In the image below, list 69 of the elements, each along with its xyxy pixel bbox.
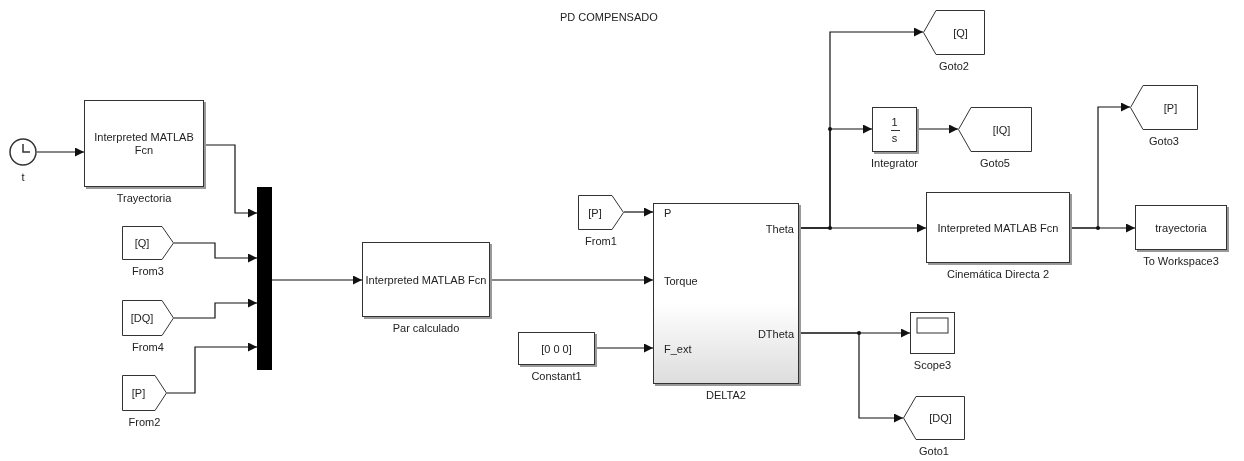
block-name: Goto2 bbox=[938, 59, 970, 74]
port-label: Theta bbox=[765, 223, 794, 236]
block-text: Interpreted MATLAB Fcn bbox=[93, 130, 195, 157]
clock-icon bbox=[9, 138, 37, 166]
block-name: Integrator bbox=[869, 156, 920, 171]
block-name: From2 bbox=[127, 415, 162, 430]
function-block bbox=[518, 332, 595, 365]
goto-tag bbox=[958, 107, 1032, 152]
port-label: P bbox=[664, 207, 672, 220]
signal-arrow bbox=[36, 147, 85, 157]
block-text: Interpreted MATLAB Fcn bbox=[936, 221, 1060, 234]
signal-arrow bbox=[203, 144, 258, 218]
from-tag bbox=[578, 195, 624, 230]
block-name: Scope3 bbox=[912, 358, 953, 373]
mux-bar bbox=[257, 187, 272, 370]
fraction-numerator: 1 bbox=[890, 116, 899, 129]
block-text: [DQ] bbox=[928, 411, 953, 425]
subsystem-block bbox=[653, 203, 799, 384]
from-tag bbox=[122, 300, 174, 336]
integrator-block bbox=[872, 107, 917, 152]
diagram-title: PD COMPENSADO bbox=[560, 11, 658, 24]
block-name: From1 bbox=[584, 234, 618, 249]
signal-arrow bbox=[173, 298, 258, 319]
scope-block bbox=[910, 312, 955, 354]
goto-tag bbox=[923, 10, 985, 55]
block-name: Goto5 bbox=[979, 156, 1011, 171]
function-block bbox=[84, 100, 204, 187]
signal-arrow bbox=[798, 223, 927, 233]
block-text: [IQ] bbox=[991, 123, 1012, 136]
signal-arrow bbox=[798, 332, 904, 423]
function-block bbox=[926, 192, 1070, 263]
block-name: To Workspace3 bbox=[1142, 254, 1220, 269]
signal-arrow bbox=[489, 275, 654, 285]
from-tag bbox=[122, 226, 174, 260]
block-text: trayectoria bbox=[1154, 221, 1208, 234]
block-text: [P] bbox=[587, 206, 603, 219]
block-text: [Q] bbox=[133, 236, 151, 250]
block-name: Trayectoria bbox=[115, 191, 173, 206]
signal-arrow bbox=[623, 207, 654, 217]
function-block bbox=[1135, 205, 1227, 250]
signal-arrow bbox=[1069, 223, 1136, 233]
from-tag bbox=[122, 375, 167, 411]
port-label: Torque bbox=[664, 275, 698, 288]
fraction-denominator: s bbox=[890, 132, 899, 145]
block-text: [DQ] bbox=[129, 311, 155, 325]
goto-tag bbox=[903, 396, 965, 440]
block-text: [0 0 0] bbox=[540, 342, 573, 355]
block-name: DELTA2 bbox=[705, 388, 747, 403]
block-text: Interpreted MATLAB Fcn bbox=[364, 273, 488, 286]
block-name: Cinemática Directa 2 bbox=[945, 267, 1051, 282]
block-text: [Q] bbox=[952, 26, 969, 39]
signal-arrow bbox=[271, 275, 363, 285]
goto-tag bbox=[1130, 85, 1198, 130]
signal-arrow bbox=[594, 343, 654, 353]
function-block bbox=[362, 242, 490, 317]
block-name: Constant1 bbox=[530, 369, 583, 384]
signal-arrow bbox=[916, 124, 959, 134]
block-name: From3 bbox=[131, 264, 165, 279]
signal-arrow bbox=[166, 342, 258, 394]
block-name: Goto3 bbox=[1148, 134, 1180, 149]
port-label: F_ext bbox=[664, 343, 692, 356]
block-text: [P] bbox=[130, 386, 147, 400]
port-label: DTheta bbox=[757, 328, 794, 341]
block-name: From4 bbox=[131, 340, 165, 355]
block-name: t bbox=[20, 170, 26, 185]
block-name: Par calculado bbox=[391, 321, 461, 336]
block-text: [P] bbox=[1162, 101, 1179, 114]
signal-arrow bbox=[173, 242, 258, 263]
block-name: Goto1 bbox=[918, 444, 950, 459]
